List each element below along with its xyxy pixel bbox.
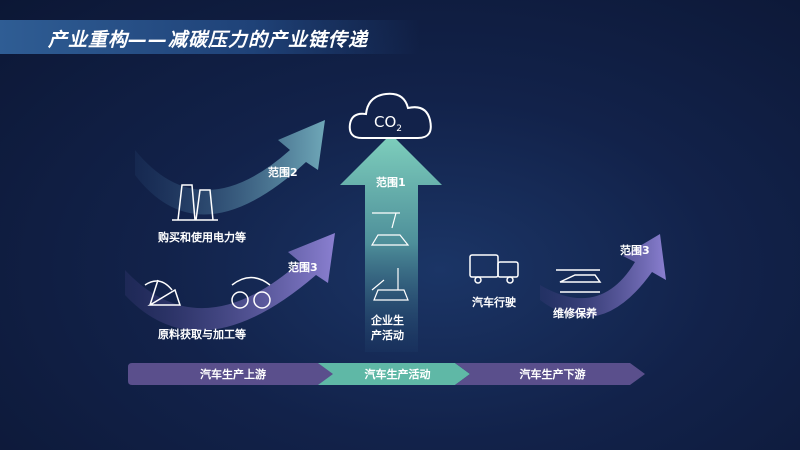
scope3-right-arrow bbox=[540, 234, 666, 318]
scope3-left-arrow bbox=[125, 233, 335, 331]
stage-downstream bbox=[455, 363, 645, 385]
scope2-label: 范围2 bbox=[268, 166, 298, 179]
robot-car-icon bbox=[370, 212, 410, 301]
production-label-2: 产活动 bbox=[371, 329, 404, 342]
stage-activity bbox=[318, 363, 470, 385]
driving-label: 汽车行驶 bbox=[472, 296, 516, 309]
title-bar bbox=[0, 20, 420, 54]
truck-icon bbox=[469, 254, 519, 284]
raw-material-label: 原料获取与加工等 bbox=[158, 328, 246, 341]
scope2-arrow bbox=[135, 120, 325, 215]
mining-icon bbox=[144, 279, 182, 306]
co2-text: CO bbox=[374, 113, 397, 131]
production-label-1: 企业生 bbox=[371, 314, 404, 327]
gear-process-icon bbox=[231, 276, 271, 309]
factory-icon bbox=[172, 184, 218, 221]
scope3-right-label: 范围3 bbox=[620, 244, 650, 257]
scope1-arrow bbox=[340, 134, 442, 352]
stage-activity-label: 汽车生产活动 bbox=[364, 368, 431, 381]
scope3-left-label: 范围3 bbox=[288, 261, 318, 274]
co2-label: CO2 bbox=[374, 113, 402, 134]
stage-downstream-label: 汽车生产下游 bbox=[519, 368, 586, 381]
co2-subscript: 2 bbox=[396, 124, 403, 134]
cloud-icon bbox=[348, 92, 432, 139]
page-title: 产业重构——减碳压力的产业链传递 bbox=[48, 29, 369, 51]
maintenance-label: 维修保养 bbox=[553, 307, 597, 320]
stage-upstream-label: 汽车生产上游 bbox=[200, 368, 266, 381]
scope1-label: 范围1 bbox=[376, 176, 406, 189]
stage-upstream bbox=[128, 363, 345, 385]
electricity-label: 购买和使用电力等 bbox=[158, 231, 246, 244]
repair-icon bbox=[556, 269, 602, 293]
